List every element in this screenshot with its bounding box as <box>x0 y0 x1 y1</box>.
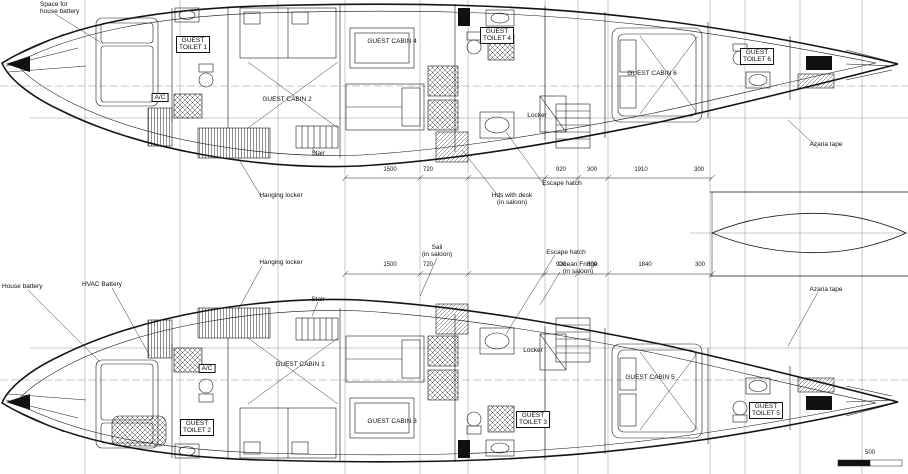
escape-hatch-port-shape <box>479 111 515 139</box>
stair-port-shape <box>295 125 339 149</box>
sink-toilet4 <box>485 9 515 27</box>
engine-stbd <box>111 415 167 447</box>
berth-cabin5 <box>611 343 703 439</box>
shower-toilet1 <box>173 93 203 119</box>
desk-cabin4 <box>349 27 415 69</box>
hanging-locker-stbd-shape <box>197 307 271 339</box>
sink-toilet6 <box>745 71 771 89</box>
door-swing-cabin2 <box>247 61 339 129</box>
bow-arrow-stbd <box>6 394 30 410</box>
sink-toilet1 <box>174 7 200 23</box>
forward-berth-port <box>95 17 159 107</box>
locker-stbd-shape <box>539 333 567 371</box>
wc-toilet5 <box>732 400 748 416</box>
stern-lines-stbd <box>845 385 895 417</box>
hanging-locker-port-shape <box>197 127 271 159</box>
door-swing-cabin1 <box>247 337 339 405</box>
stairs-mid-port <box>555 103 591 149</box>
bow-arrow-port <box>6 56 30 72</box>
sink-toilet5 <box>745 377 771 395</box>
direction-arrows <box>6 56 30 410</box>
desk-cabin3 <box>349 397 415 439</box>
furniture-port <box>5 4 895 163</box>
furniture-starboard <box>5 303 895 462</box>
forward-berth-stbd <box>95 359 159 449</box>
cross-beam-pod <box>710 191 908 277</box>
wc-toilet1 <box>198 72 214 88</box>
dimension-lines <box>341 174 903 467</box>
wc-toilet2 <box>198 378 214 394</box>
shower-toilet4 <box>487 33 515 61</box>
shower-toilet3 <box>487 405 515 433</box>
shower-toilet2 <box>173 347 203 373</box>
wc-toilet4 <box>466 39 482 55</box>
stairs-mid-stbd <box>555 317 591 363</box>
station-grid <box>30 0 908 474</box>
locker-port-shape <box>539 95 567 133</box>
door-swing-cabin5 <box>639 351 699 431</box>
sink-toilet3 <box>485 439 515 457</box>
scale-bar-filled <box>837 459 871 467</box>
escape-hatch-stbd-shape <box>479 327 515 355</box>
berth-cabin6 <box>611 27 703 123</box>
stern-lines-port <box>845 49 895 81</box>
leader-lines <box>27 13 819 363</box>
door-swing-cabin6 <box>639 35 699 115</box>
stair-stbd-shape <box>295 317 339 341</box>
scale-bar-empty <box>869 459 903 467</box>
sink-toilet2 <box>174 443 200 459</box>
wc-toilet3 <box>466 411 482 427</box>
